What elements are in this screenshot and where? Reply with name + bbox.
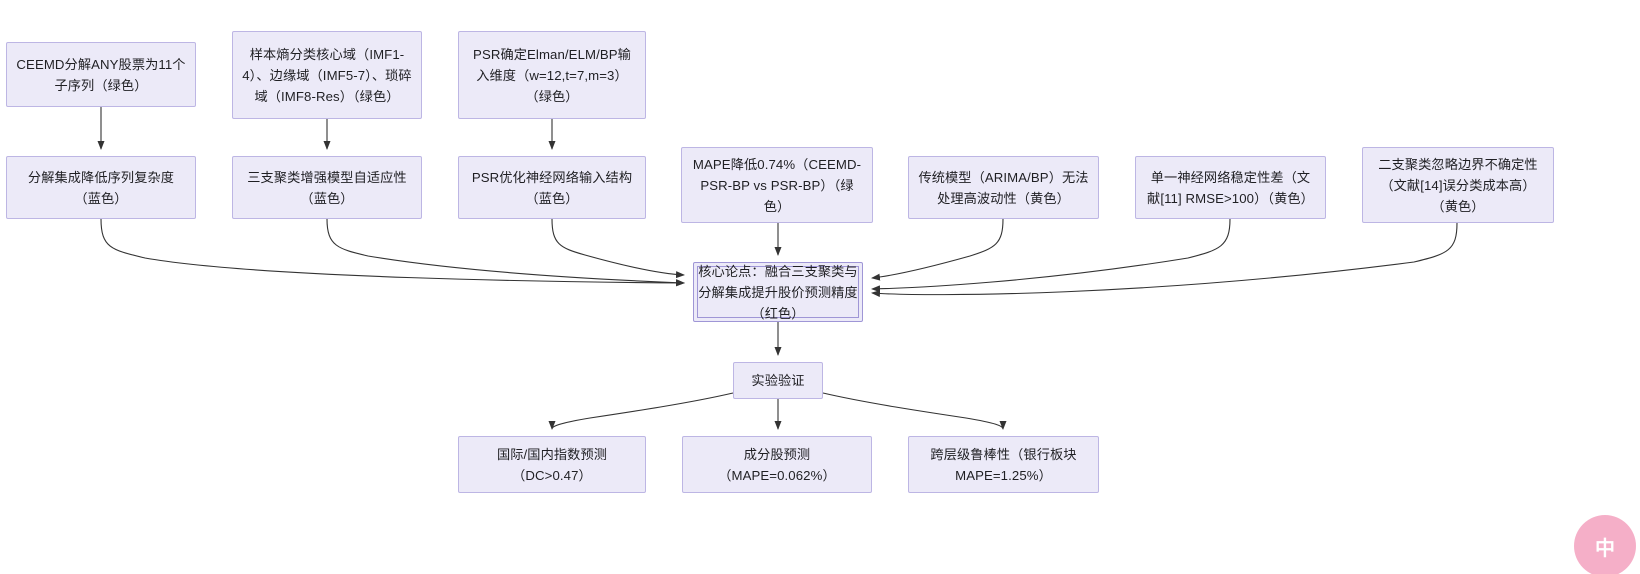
edge-n5-to-core bbox=[326, 218, 685, 287]
node-label: 三支聚类增强模型自适应性（蓝色） bbox=[247, 169, 407, 206]
node-label: 分解集成降低序列复杂度（蓝色） bbox=[27, 169, 175, 206]
edge-n10-to-core bbox=[871, 222, 1458, 298]
node-psr-input-dimension[interactable]: PSR确定Elman/ELM/BP输入维度（w=12,t=7,m=3）（绿色） bbox=[458, 31, 646, 119]
node-mape-reduction-evidence[interactable]: MAPE降低0.74%（CEEMD-PSR-BP vs PSR-BP）（绿色） bbox=[681, 147, 873, 223]
node-label: CEEMD分解ANY股票为11个子序列（绿色） bbox=[16, 56, 186, 93]
edge-n6-to-core bbox=[551, 218, 685, 279]
node-label: 二支聚类忽略边界不确定性（文献[14]误分类成本高）（黄色） bbox=[1378, 156, 1538, 214]
node-experiment-validation[interactable]: 实验验证 bbox=[733, 362, 823, 399]
node-label: 成分股预测（MAPE=0.062%） bbox=[718, 446, 836, 483]
edge-exp-to-r3 bbox=[822, 392, 1007, 430]
node-label: 样本熵分类核心域（IMF1-4）、边缘域（IMF5-7）、琐碎域（IMF8-Re… bbox=[242, 46, 412, 104]
node-label: PSR优化神经网络输入结构（蓝色） bbox=[471, 169, 633, 206]
node-core-argument[interactable]: 核心论点：融合三支聚类与分解集成提升股价预测精度（红色） bbox=[693, 262, 863, 322]
edge-n9-to-core bbox=[871, 218, 1231, 293]
node-label: 核心论点：融合三支聚类与分解集成提升股价预测精度（红色） bbox=[698, 263, 858, 321]
node-cross-level-robustness-result[interactable]: 跨层级鲁棒性（银行板块MAPE=1.25%） bbox=[908, 436, 1099, 493]
node-index-forecast-result[interactable]: 国际/国内指数预测（DC>0.47） bbox=[458, 436, 646, 493]
node-traditional-model-limitation[interactable]: 传统模型（ARIMA/BP）无法处理高波动性（黄色） bbox=[908, 156, 1099, 219]
core-inner-frame: 核心论点：融合三支聚类与分解集成提升股价预测精度（红色） bbox=[697, 264, 859, 321]
node-psr-optimize-network-input[interactable]: PSR优化神经网络输入结构（蓝色） bbox=[458, 156, 646, 219]
node-label: 跨层级鲁棒性（银行板块MAPE=1.25%） bbox=[930, 446, 1077, 483]
node-label: MAPE降低0.74%（CEEMD-PSR-BP vs PSR-BP）（绿色） bbox=[692, 156, 862, 214]
node-three-way-clustering-adaptivity[interactable]: 三支聚类增强模型自适应性（蓝色） bbox=[232, 156, 422, 219]
edge-exp-to-r1 bbox=[548, 392, 734, 430]
node-ceemd-decompose[interactable]: CEEMD分解ANY股票为11个子序列（绿色） bbox=[6, 42, 196, 107]
node-label: 单一神经网络稳定性差（文献[11] RMSE>100）（黄色） bbox=[1147, 169, 1314, 206]
node-reduce-sequence-complexity[interactable]: 分解集成降低序列复杂度（蓝色） bbox=[6, 156, 196, 219]
node-single-network-instability[interactable]: 单一神经网络稳定性差（文献[11] RMSE>100）（黄色） bbox=[1135, 156, 1326, 219]
node-two-way-clustering-limitation[interactable]: 二支聚类忽略边界不确定性（文献[14]误分类成本高）（黄色） bbox=[1362, 147, 1554, 223]
node-label: 国际/国内指数预测（DC>0.47） bbox=[496, 446, 608, 483]
node-label: 实验验证 bbox=[751, 373, 805, 388]
node-label: PSR确定Elman/ELM/BP输入维度（w=12,t=7,m=3）（绿色） bbox=[473, 46, 631, 104]
node-label: 传统模型（ARIMA/BP）无法处理高波动性（黄色） bbox=[918, 169, 1089, 206]
node-sample-entropy-classify[interactable]: 样本熵分类核心域（IMF1-4）、边缘域（IMF5-7）、琐碎域（IMF8-Re… bbox=[232, 31, 422, 119]
node-constituent-stock-forecast-result[interactable]: 成分股预测（MAPE=0.062%） bbox=[682, 436, 872, 493]
watermark-badge: 中 bbox=[1574, 515, 1636, 574]
edge-n4-to-core bbox=[100, 218, 685, 287]
edge-n8-to-core bbox=[871, 218, 1004, 281]
